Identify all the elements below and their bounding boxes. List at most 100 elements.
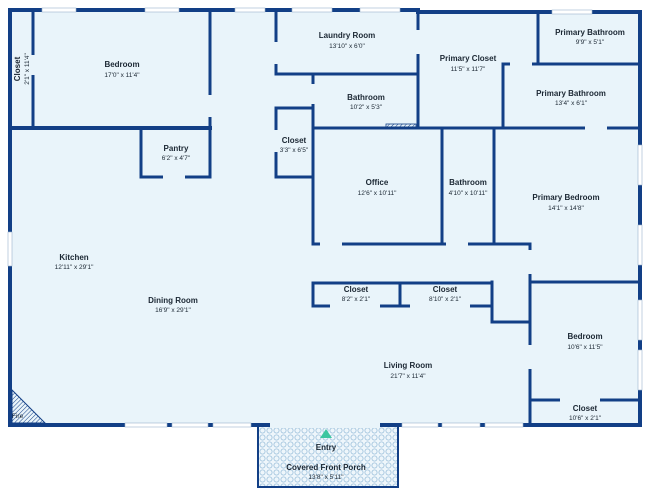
room-name: Dining Room <box>148 296 198 305</box>
window <box>144 7 180 13</box>
windows <box>7 7 643 428</box>
room-bathroom-hall: Bathroom 10'2" x 5'3" <box>347 93 385 111</box>
room-closet-hall: Closet 3'3" x 6'5" <box>280 136 309 154</box>
room-living-room: Living Room 21'7" x 11'4" <box>384 361 432 380</box>
room-closet-bottom-right: Closet 10'6" x 2'1" <box>569 404 602 422</box>
window <box>637 299 643 341</box>
door-openings <box>31 30 607 428</box>
room-dim: 8'10" x 2'1" <box>429 296 462 303</box>
window <box>234 7 266 13</box>
room-dim: 10'2" x 5'3" <box>350 104 383 111</box>
door-opening <box>330 304 380 309</box>
room-dim: 12'11" x 29'1" <box>55 264 94 271</box>
room-primary-bedroom: Primary Bedroom 14'1" x 14'8" <box>532 193 599 212</box>
door-opening <box>416 30 421 54</box>
room-name: Bedroom <box>104 60 139 69</box>
room-name: Pantry <box>164 144 189 153</box>
front-door-opening <box>270 423 380 428</box>
door-opening <box>320 242 342 247</box>
door-opening <box>31 55 36 75</box>
room-name: Office <box>366 178 389 187</box>
room-dim: 17'0" x 11'4" <box>104 72 140 79</box>
window <box>637 224 643 266</box>
room-name: Primary Bedroom <box>532 193 599 202</box>
window <box>484 422 524 428</box>
window <box>41 7 77 13</box>
door-opening <box>585 126 607 131</box>
room-name: Closet <box>13 56 22 81</box>
room-bedroom-bottom-right: Bedroom 10'6" x 11'5" <box>567 332 603 351</box>
room-kitchen: Kitchen 12'11" x 29'1" <box>55 253 94 271</box>
room-closet-left: Closet 2'1" x 11'4" <box>13 53 31 85</box>
room-name: Primary Bathroom <box>536 89 606 98</box>
room-dim: 14'1" x 14'8" <box>548 205 584 212</box>
entry-marker-icon <box>320 429 332 438</box>
room-dim: 11'5" x 11'7" <box>451 66 486 73</box>
room-pantry: Pantry 6'2" x 4'7" <box>162 144 191 162</box>
room-covered-front-porch: Covered Front Porch 13'8" x 5'11" <box>286 463 366 481</box>
room-dining-room: Dining Room 16'9" x 29'1" <box>148 296 198 314</box>
room-name: Bedroom <box>567 332 602 341</box>
bath-fixture <box>385 123 417 130</box>
room-dim: 16'9" x 29'1" <box>155 307 191 314</box>
room-primary-bathroom-small: Primary Bathroom 9'9" x 5'1" <box>555 28 625 46</box>
room-dim: 13'4" x 6'1" <box>555 100 588 107</box>
room-laundry: Laundry Room 13'10" x 6'0" <box>319 31 375 50</box>
door-opening <box>163 175 185 180</box>
room-dim: 13'10" x 6'0" <box>329 43 365 50</box>
house-floor <box>10 10 640 425</box>
window <box>291 7 333 13</box>
door-opening <box>528 345 533 369</box>
window <box>124 422 168 428</box>
floor-fill <box>10 10 640 487</box>
wall-laundry <box>274 8 420 76</box>
room-dim: 8'2" x 2'1" <box>342 296 371 303</box>
window <box>7 231 13 267</box>
room-dim: 10'6" x 11'5" <box>567 344 603 351</box>
room-name: Closet <box>344 285 369 294</box>
fire-label: Fire <box>12 413 24 420</box>
door-opening <box>311 84 316 104</box>
room-name: Covered Front Porch <box>286 463 366 472</box>
window <box>637 144 643 186</box>
room-name: Living Room <box>384 361 432 370</box>
room-name: Laundry Room <box>319 31 375 40</box>
wall-porch <box>257 424 399 488</box>
room-dim: 3'3" x 6'5" <box>280 147 309 154</box>
room-office: Office 12'6" x 10'11" <box>358 178 397 197</box>
door-opening <box>208 95 213 117</box>
room-name: Bathroom <box>449 178 487 187</box>
room-bathroom-office: Bathroom 4'10" x 10'11" <box>449 178 488 197</box>
window <box>171 422 209 428</box>
door-opening <box>274 130 279 152</box>
room-name: Closet <box>282 136 307 145</box>
room-primary-bathroom-large: Primary Bathroom 13'4" x 6'1" <box>536 89 606 107</box>
room-dim: 6'2" x 4'7" <box>162 155 191 162</box>
room-dim: 13'8" x 5'11" <box>308 474 344 481</box>
door-opening <box>510 62 532 67</box>
room-closet-mid-right: Closet 8'10" x 2'1" <box>429 285 462 303</box>
room-closet-mid-left: Closet 8'2" x 2'1" <box>342 285 371 303</box>
room-name: Bathroom <box>347 93 385 102</box>
room-bedroom-top-left: Bedroom 17'0" x 11'4" <box>104 60 140 79</box>
window <box>212 422 252 428</box>
room-name: Closet <box>573 404 598 413</box>
room-name: Kitchen <box>59 253 88 262</box>
door-opening <box>560 398 600 403</box>
room-labels: Closet 2'1" x 11'4" Bedroom 17'0" x 11'4… <box>12 28 625 481</box>
door-opening <box>410 304 470 309</box>
window <box>359 7 401 13</box>
room-name: Closet <box>433 285 458 294</box>
window <box>551 9 593 15</box>
window <box>637 349 643 391</box>
window <box>401 422 439 428</box>
window <box>441 422 481 428</box>
room-primary-closet: Primary Closet 11'5" x 11'7" <box>440 54 497 73</box>
door-opening <box>528 250 533 274</box>
door-opening <box>274 42 279 64</box>
room-dim: 2'1" x 11'4" <box>24 53 31 85</box>
room-dim: 21'7" x 11'4" <box>390 373 426 380</box>
room-dim: 9'9" x 5'1" <box>576 39 605 46</box>
fireplace-icon <box>11 388 47 424</box>
